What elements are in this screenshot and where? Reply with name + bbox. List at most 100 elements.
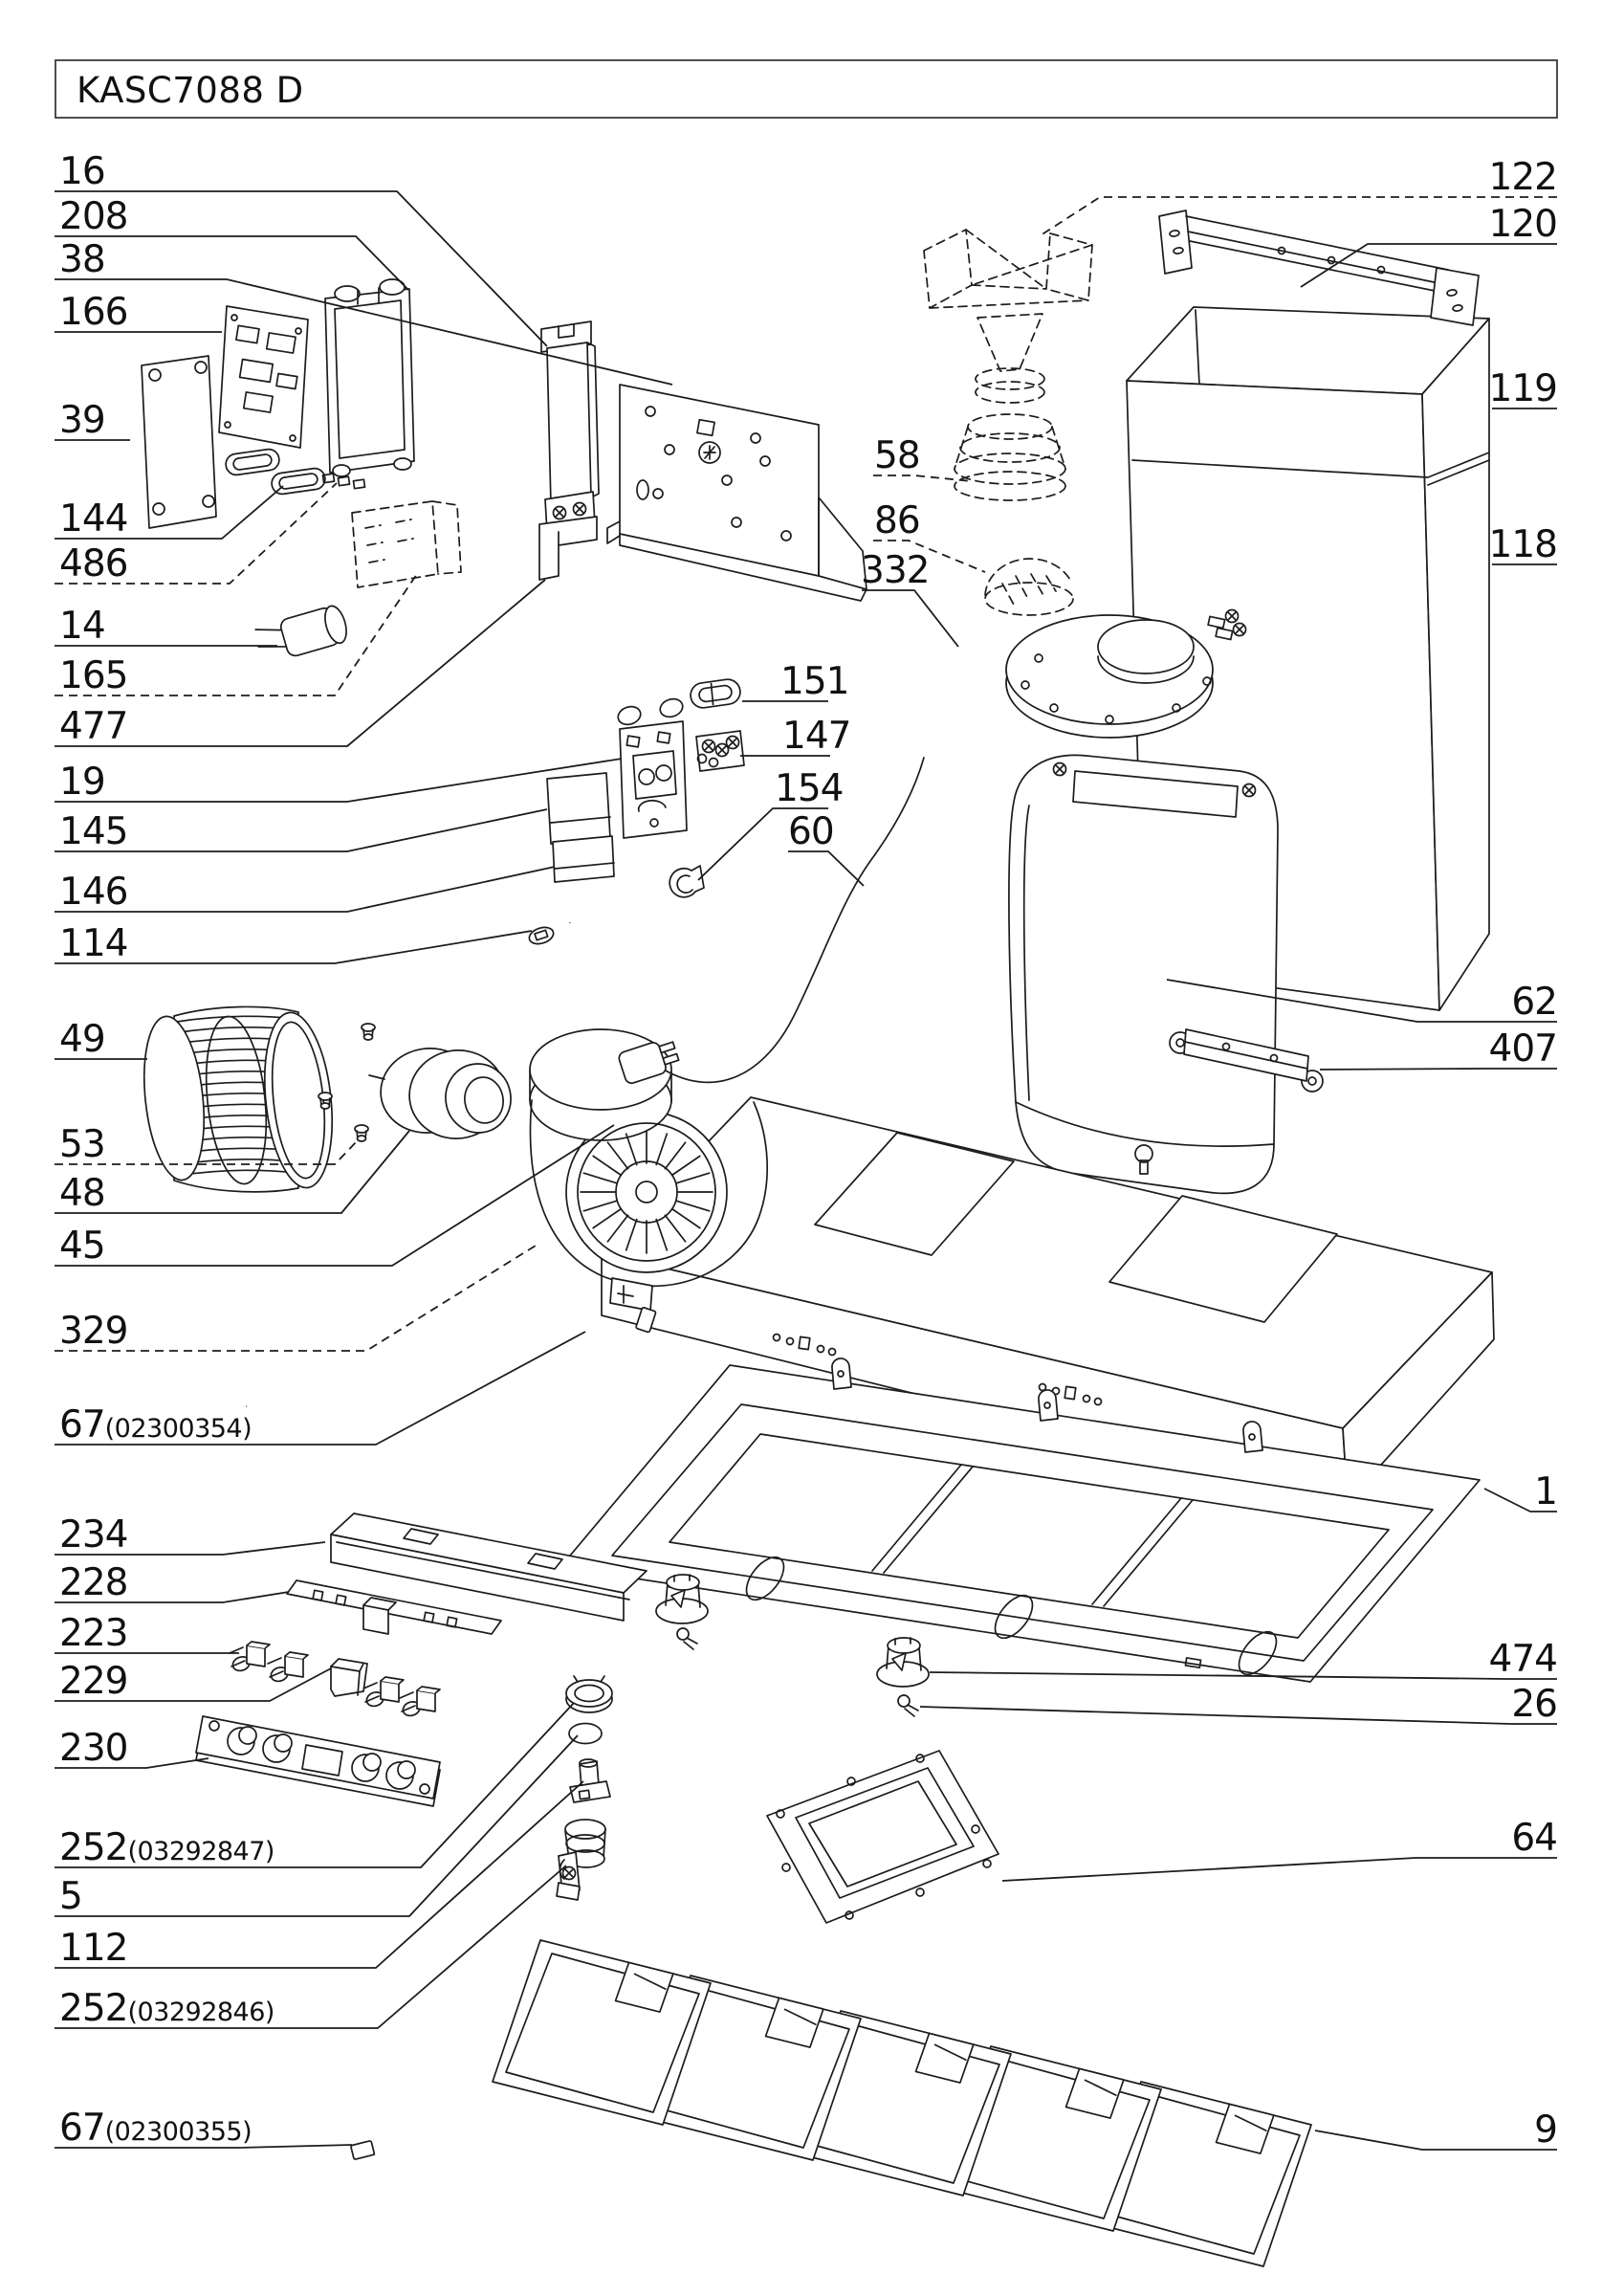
callout-leader-60 [788,850,865,887]
callout-leader-329 [55,1245,537,1352]
part-cable-329 [246,1307,657,1408]
callout-label-119: 119 [1489,367,1557,410]
part-frame-1 [560,1358,1481,1683]
callout-leader-67a [55,1331,586,1446]
callout-223: 223 [55,1612,239,1655]
callout-label-62: 62 [1511,981,1557,1024]
callout-leader-114 [55,930,533,964]
part-clips-486 [321,473,366,490]
callout-5: 5 [55,1734,579,1918]
callout-146: 146 [55,866,556,914]
callout-leader-252b [55,1865,567,2029]
callout-leader-19 [55,758,623,803]
callout-151: 151 [742,660,849,703]
callout-label-86: 86 [874,499,920,542]
callout-label-60: 60 [788,810,834,853]
callout-leader-234 [55,1541,326,1556]
part-bulb-26-left [676,1627,698,1650]
title-block: KASC7088 D [55,59,1558,119]
part-hatch-64 [766,1750,999,1924]
callout-16: 16 [55,150,548,347]
callout-leader-230 [55,1757,209,1769]
callout-label-122: 122 [1489,156,1557,199]
callout-label-112: 112 [59,1927,127,1970]
callout-label-118: 118 [1489,523,1557,566]
callout-58: 58 [873,434,973,482]
callout-26: 26 [919,1683,1558,1726]
callout-label-19: 19 [59,761,105,804]
callout-145: 145 [55,808,548,853]
callout-leader-120 [1300,243,1557,288]
callout-208: 208 [55,195,409,291]
callout-leader-62 [1166,979,1557,1023]
callout-label-26: 26 [1511,1683,1557,1726]
callout-147: 147 [740,715,851,758]
part-bulb-26-right [897,1694,919,1717]
callout-label-208: 208 [59,195,127,238]
callout-86: 86 [873,499,986,573]
callout-122: 122 [1040,156,1558,236]
callout-label-252b: 252(03292846) [59,1987,274,2030]
callout-leader-477 [55,579,546,747]
callout-leader-122 [1040,196,1557,236]
callout-leader-64 [1001,1857,1557,1882]
callout-45: 45 [55,1124,615,1268]
callout-label-67b: 67(02300355) [59,2107,252,2150]
callout-38: 38 [55,238,673,386]
part-ballast-16 [540,320,600,533]
callouts: 1620838166391444861416547719145146114495… [55,150,1558,2152]
callout-252a: 252(03292847) [55,1702,575,1869]
callout-leader-208 [55,235,409,291]
callout-leader-229 [55,1667,332,1702]
callout-332: 332 [861,549,959,648]
page-title: KASC7088 D [77,70,304,111]
part-reducer-58 [954,413,1066,501]
callout-leader-48 [55,1130,410,1214]
part-rail-234 [330,1512,647,1622]
callout-112: 112 [55,1780,584,1970]
callout-leader-9 [1314,2130,1557,2151]
callout-252b: 252(03292846) [55,1865,567,2030]
callout-64: 64 [1001,1817,1558,1882]
callout-leader-165 [55,573,418,696]
part-terminal-dashed-165 [351,500,462,588]
callout-53: 53 [55,1123,359,1166]
callout-label-154: 154 [775,767,843,810]
callout-leader-38 [55,278,673,386]
callout-label-332: 332 [861,549,929,592]
callout-leader-16 [55,190,548,347]
part-box-146 [552,835,615,883]
callout-leader-58 [873,475,973,482]
callout-label-228: 228 [59,1561,127,1604]
callout-label-486: 486 [59,542,127,585]
callout-leader-474 [929,1671,1557,1680]
callout-label-16: 16 [59,150,105,193]
callout-label-474: 474 [1489,1638,1557,1681]
callout-48: 48 [55,1130,410,1215]
callout-leader-53 [55,1139,359,1165]
callout-label-5: 5 [59,1875,82,1918]
callout-label-1: 1 [1534,1470,1557,1513]
callout-leader-228 [55,1591,290,1603]
callout-label-49: 49 [59,1018,105,1061]
callout-leader-154 [697,807,828,881]
part-power-cord-60 [618,757,925,1085]
part-switch-unit-19 [617,697,688,839]
callout-label-67a: 67(02300354) [59,1403,252,1446]
callout-leader-86 [873,540,986,573]
part-lamp-bulb-unit-112 [569,1758,611,1803]
callout-leader-26 [919,1706,1557,1725]
callout-67b: 67(02300355) [55,2107,353,2150]
title-box [55,59,1558,119]
callout-leader-407 [1319,1068,1557,1071]
callout-229: 229 [55,1660,332,1703]
callout-label-114: 114 [59,922,127,965]
callout-label-223: 223 [59,1612,127,1655]
callout-leader-67b [55,2144,353,2149]
part-strip-228 [286,1579,502,1635]
callout-label-166: 166 [59,291,127,334]
part-cover-plate-39 [141,355,217,529]
callout-label-407: 407 [1489,1027,1557,1071]
